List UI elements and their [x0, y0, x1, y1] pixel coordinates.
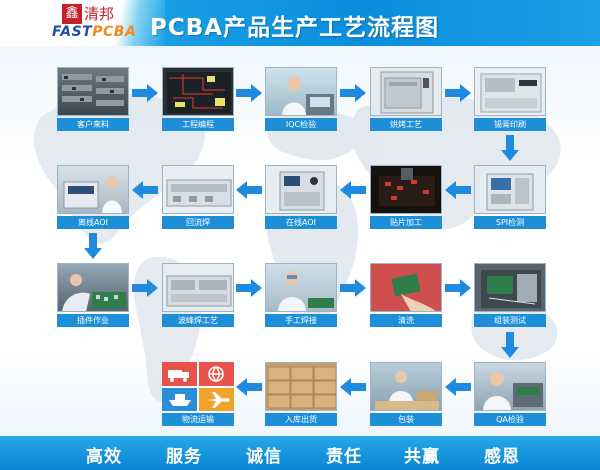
- step-wave-soldering: 波峰焊工艺: [162, 263, 234, 327]
- step-plug-in-operation: 插件作业: [57, 263, 129, 327]
- step-image: [474, 67, 546, 116]
- step-customer-materials: 客户来料: [57, 67, 129, 131]
- step-baking-process: 烘烤工艺: [370, 67, 442, 131]
- step-warehousing-shipping: 入库出货: [265, 362, 337, 426]
- step-label: IQC检验: [265, 118, 337, 131]
- step-label: 波峰焊工艺: [162, 314, 234, 327]
- header-banner: 鑫 清邦 FASTPCBA PCBA产品生产工艺流程图: [0, 0, 600, 46]
- step-offline-aoi: 离线AOI: [57, 165, 129, 229]
- step-image: [162, 263, 234, 312]
- arrow-left-icon: [236, 181, 262, 199]
- step-image: [265, 362, 337, 411]
- step-label: 清洗: [370, 314, 442, 327]
- arrow-down-icon: [501, 135, 519, 161]
- slogan-item: 责任: [326, 447, 362, 467]
- slogan-item: 服务: [166, 447, 202, 467]
- step-spi-inspection: SPI检测: [474, 165, 546, 229]
- step-image: [162, 165, 234, 214]
- step-label: 工程编程: [162, 118, 234, 131]
- step-label: 物流运输: [162, 413, 234, 426]
- slogan-item: 感恩: [484, 447, 520, 467]
- step-image: [162, 362, 234, 411]
- step-label: 包装: [370, 413, 442, 426]
- step-label: 离线AOI: [57, 216, 129, 229]
- step-smt-placement: 贴片加工: [370, 165, 442, 229]
- step-image: [474, 263, 546, 312]
- arrow-down-icon: [501, 332, 519, 358]
- step-label: 插件作业: [57, 314, 129, 327]
- step-reflow-soldering: 回流焊: [162, 165, 234, 229]
- step-label: QA检验: [474, 413, 546, 426]
- step-label: 烘烤工艺: [370, 118, 442, 131]
- arrow-right-icon: [340, 279, 366, 297]
- arrow-right-icon: [236, 84, 262, 102]
- step-manual-welding: 手工焊接: [265, 263, 337, 327]
- step-image: [474, 362, 546, 411]
- step-cleaning: 清洗: [370, 263, 442, 327]
- step-qa-inspection: QA检验: [474, 362, 546, 426]
- step-image: [265, 263, 337, 312]
- step-label: 组装测试: [474, 314, 546, 327]
- step-image: [370, 263, 442, 312]
- logo-chinese-name: 清邦: [84, 5, 115, 23]
- globe-icon: [208, 366, 224, 382]
- step-image: [265, 67, 337, 116]
- logo-english-name: FASTPCBA: [52, 24, 137, 40]
- step-assembly-test: 组装测试: [474, 263, 546, 327]
- arrow-down-icon: [84, 233, 102, 259]
- ship-icon: [169, 394, 191, 406]
- arrow-left-icon: [132, 181, 158, 199]
- step-packaging: 包装: [370, 362, 442, 426]
- step-engineering-programming: 工程编程: [162, 67, 234, 131]
- arrow-left-icon: [340, 378, 366, 396]
- step-image: [265, 165, 337, 214]
- step-label: 回流焊: [162, 216, 234, 229]
- step-label: 入库出货: [265, 413, 337, 426]
- slogan-item: 共赢: [404, 447, 440, 467]
- arrow-left-icon: [445, 181, 471, 199]
- page-title: PCBA产品生产工艺流程图: [150, 15, 440, 41]
- truck-icon: [168, 370, 189, 382]
- step-label: SPI检测: [474, 216, 546, 229]
- arrow-right-icon: [445, 279, 471, 297]
- step-iqc-inspection: IQC检验: [265, 67, 337, 131]
- arrow-right-icon: [340, 84, 366, 102]
- step-image: [370, 67, 442, 116]
- footer-slogan-bar: 高效 服务 诚信 责任 共赢 感恩: [0, 436, 600, 470]
- arrow-left-icon: [236, 378, 262, 396]
- slogan-item: 诚信: [246, 447, 282, 467]
- step-image: [474, 165, 546, 214]
- step-image: [57, 165, 129, 214]
- step-logistics-transport: 物流运输: [162, 362, 234, 426]
- logo-mark: 鑫: [62, 4, 82, 24]
- slogan-item: 高效: [86, 447, 122, 467]
- step-label: 锡膏印刷: [474, 118, 546, 131]
- arrow-right-icon: [236, 279, 262, 297]
- step-label: 贴片加工: [370, 216, 442, 229]
- step-inline-aoi: 在线AOI: [265, 165, 337, 229]
- arrow-right-icon: [445, 84, 471, 102]
- arrow-right-icon: [132, 84, 158, 102]
- step-label: 手工焊接: [265, 314, 337, 327]
- step-label: 客户来料: [57, 118, 129, 131]
- step-image: [370, 165, 442, 214]
- step-label: 在线AOI: [265, 216, 337, 229]
- step-paste-printing: 锡膏印刷: [474, 67, 546, 131]
- arrow-right-icon: [132, 279, 158, 297]
- step-image: [57, 263, 129, 312]
- arrow-left-icon: [445, 378, 471, 396]
- step-image: [370, 362, 442, 411]
- arrow-left-icon: [340, 181, 366, 199]
- step-image: [162, 67, 234, 116]
- airplane-icon: [206, 392, 230, 408]
- step-image: [57, 67, 129, 116]
